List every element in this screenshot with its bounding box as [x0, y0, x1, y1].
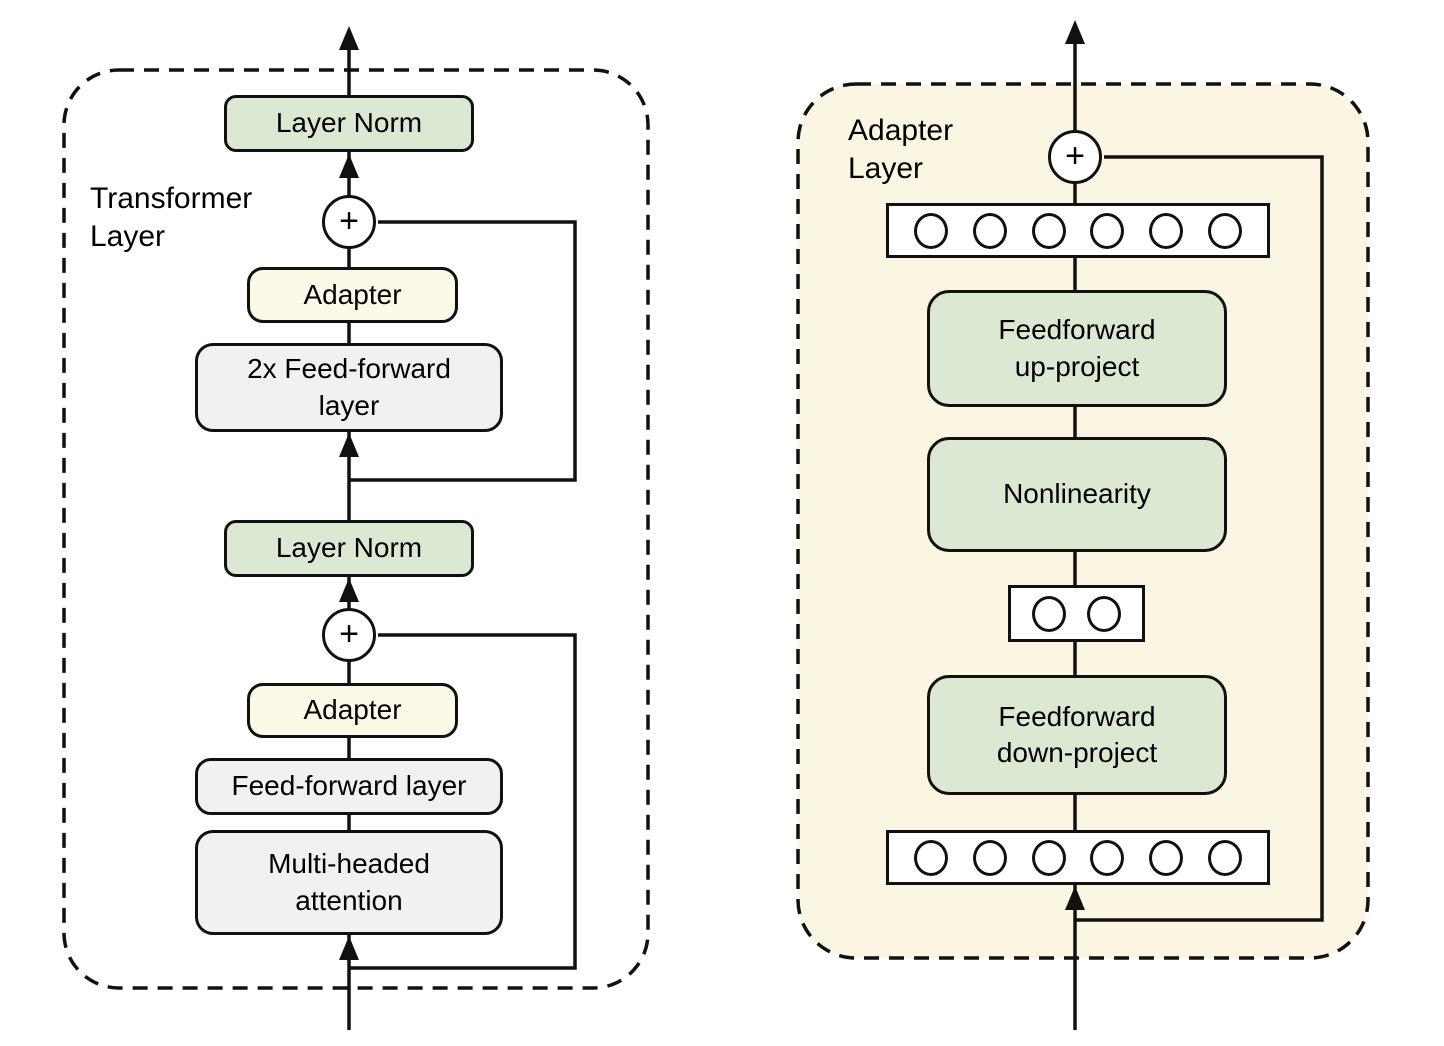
feedforward-2x-box: 2x Feed-forward layer	[195, 343, 503, 432]
arrowhead-into-layer-norm-bottom	[339, 578, 359, 602]
layer-norm-bottom-box: Layer Norm	[224, 520, 474, 577]
feature-circle	[1087, 595, 1121, 632]
adapter-box-bottom: Adapter	[247, 683, 458, 738]
attention-box: Multi-headed attention	[195, 830, 503, 935]
left-upper-skip-connection	[349, 220, 577, 482]
feature-circle	[1208, 212, 1243, 249]
arrowhead-into-feedforward-2x	[339, 433, 359, 457]
transformer-layer-label: Transformer Layer	[90, 182, 253, 253]
feature-circle	[1090, 839, 1125, 876]
feature-circle	[1149, 212, 1184, 249]
feature-circle	[913, 212, 948, 249]
feature-circle	[1090, 212, 1125, 249]
left-output-arrowhead	[339, 26, 359, 50]
feature-circle	[1032, 595, 1066, 632]
feature-circle	[1149, 839, 1184, 876]
bottleneck-row	[1008, 585, 1145, 642]
feedforward-box: Feed-forward layer	[195, 758, 503, 815]
feature-row-top	[886, 203, 1270, 258]
add-circle-bottom-left: +	[322, 608, 376, 662]
feature-circle	[1031, 212, 1066, 249]
adapter-box-top: Adapter	[247, 267, 458, 323]
feature-circle	[1208, 839, 1243, 876]
arrowhead-into-attention	[339, 936, 359, 960]
feature-row-bottom	[886, 830, 1270, 885]
feature-circle	[1031, 839, 1066, 876]
right-skip-connection	[1075, 155, 1324, 922]
left-lower-skip-connection	[349, 633, 577, 970]
adapter-layer-label: Adapter Layer	[848, 114, 954, 185]
feedforward-down-box: Feedforward down-project	[927, 675, 1227, 795]
feedforward-up-box: Feedforward up-project	[927, 290, 1227, 407]
feature-circle	[972, 839, 1007, 876]
arrowhead-into-layer-norm-top	[339, 154, 359, 178]
add-circle-right: +	[1048, 130, 1102, 184]
feature-circle	[972, 212, 1007, 249]
right-output-arrowhead	[1065, 20, 1085, 44]
transformer-layer-boundary	[62, 68, 650, 990]
add-circle-top-left: +	[322, 195, 376, 249]
feature-circle	[913, 839, 948, 876]
nonlinearity-box: Nonlinearity	[927, 437, 1227, 552]
layer-norm-top-box: Layer Norm	[224, 95, 474, 152]
arrowhead-into-bottom-features	[1065, 886, 1085, 910]
